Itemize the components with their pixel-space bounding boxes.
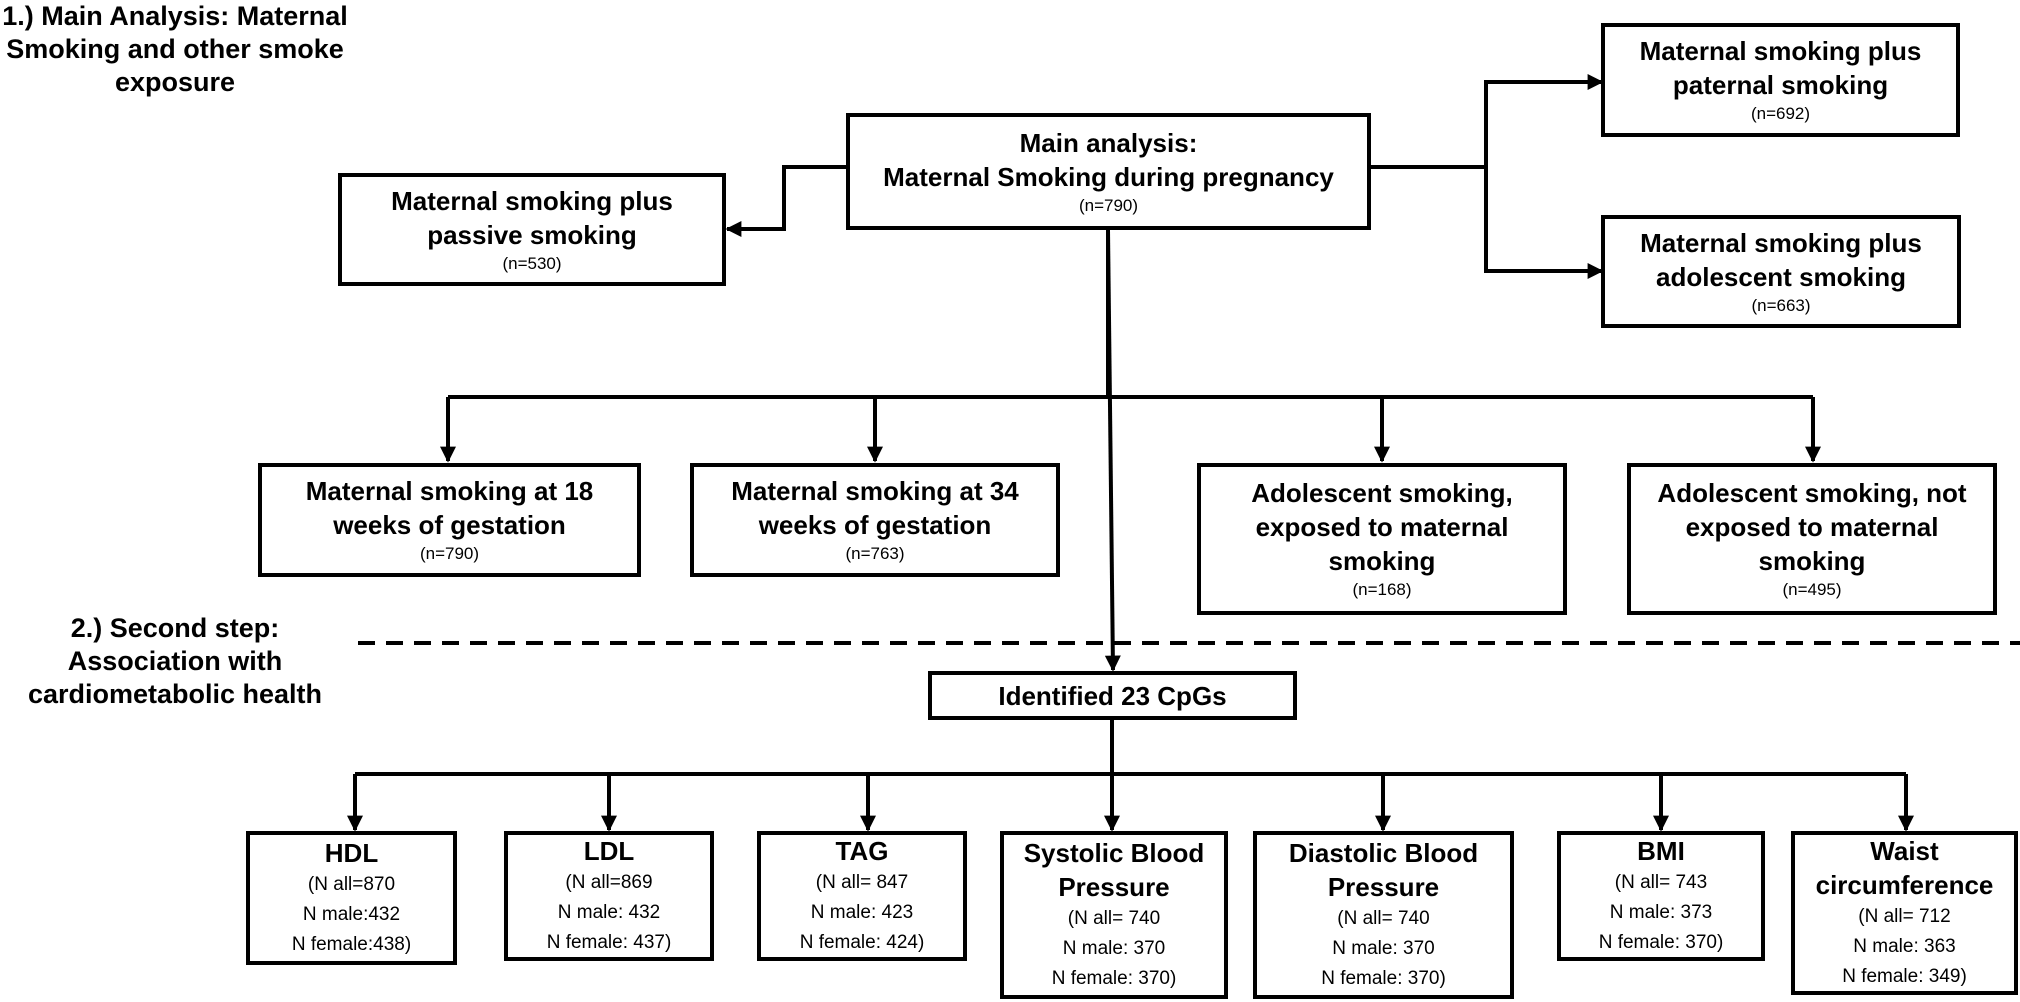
adolescent-exposed-title: Adolescent smoking, exposed to maternal … <box>1251 478 1513 576</box>
outcome-hdl-all: (N all=870 <box>307 874 396 895</box>
outcome-tag-box: TAG (N all= 847 N male: 423 N female: 42… <box>757 831 967 961</box>
edge-main-to-cpg <box>1104 229 1121 672</box>
outcome-hdl-title: HDL <box>324 838 379 868</box>
outcome-ldl-box: LDL (N all=869 N male: 432 N female: 437… <box>504 831 714 961</box>
week18-box: Maternal smoking at 18 weeks of gestatio… <box>258 463 641 577</box>
section-label-main: 1.) Main Analysis: Maternal Smoking and … <box>2 1 348 97</box>
paternal-smoking-box: Maternal smoking plus paternal smoking (… <box>1601 23 1960 137</box>
adolescent-smoking-title: Maternal smoking plus adolescent smoking <box>1640 227 1922 292</box>
adolescent-not-exposed-title: Adolescent smoking, not exposed to mater… <box>1657 478 1967 576</box>
passive-smoking-box: Maternal smoking plus passive smoking (n… <box>338 173 726 286</box>
outcome-ldl-female: N female: 437) <box>546 932 672 953</box>
outcome-sbp-all: (N all= 740 <box>1067 908 1161 929</box>
adolescent-not-exposed-box: Adolescent smoking, not exposed to mater… <box>1627 463 1997 615</box>
outcome-tag-male: N male: 423 <box>810 902 914 923</box>
outcome-dbp-box: Diastolic Blood Pressure (N all= 740 N m… <box>1253 831 1514 999</box>
adolescent-smoking-box: Maternal smoking plus adolescent smoking… <box>1601 215 1961 328</box>
section-label-second: 2.) Second step: Association with cardio… <box>27 613 323 709</box>
outcome-ldl-title: LDL <box>583 836 635 866</box>
outcome-tag-all: (N all= 847 <box>815 872 909 893</box>
outcome-bmi-all: (N all= 743 <box>1614 872 1708 893</box>
outcome-waist-all: (N all= 712 <box>1858 906 1951 927</box>
week18-title: Maternal smoking at 18 weeks of gestatio… <box>305 476 594 540</box>
outcome-waist-female: N female: 349) <box>1842 966 1967 987</box>
paternal-smoking-title: Maternal smoking plus paternal smoking <box>1639 36 1922 100</box>
outcome-hdl-female: N female:438) <box>291 934 412 955</box>
outcome-sbp-box: Systolic Blood Pressure (N all= 740 N ma… <box>1000 831 1228 999</box>
outcome-hdl-box: HDL (N all=870 N male:432 N female:438) <box>246 831 457 965</box>
outcome-bmi-female: N female: 370) <box>1598 932 1724 953</box>
week34-n: (n=763) <box>845 544 905 563</box>
week34-box: Maternal smoking at 34 weeks of gestatio… <box>690 463 1060 577</box>
outcome-dbp-all: (N all= 740 <box>1337 908 1430 929</box>
outcome-tag-female: N female: 424) <box>799 932 925 953</box>
outcome-bmi-box: BMI (N all= 743 N male: 373 N female: 37… <box>1557 831 1765 961</box>
adolescent-exposed-n: (n=168) <box>1352 580 1412 599</box>
main-analysis-title-2: Maternal Smoking during pregnancy <box>883 161 1334 192</box>
edge-main-to-passive <box>725 165 846 237</box>
main-analysis-title-1: Main analysis: <box>1019 127 1198 158</box>
outcome-waist-male: N male: 363 <box>1853 936 1956 957</box>
cpg-box: Identified 23 CpGs <box>928 671 1297 720</box>
outcome-bmi-male: N male: 373 <box>1609 902 1713 923</box>
main-analysis-box: Main analysis: Maternal Smoking during p… <box>846 113 1371 230</box>
adolescent-smoking-n: (n=663) <box>1751 295 1811 315</box>
outcome-ldl-male: N male: 432 <box>557 902 661 923</box>
outcome-bmi-title: BMI <box>1637 836 1685 866</box>
outcome-waist-title: Waist circumference <box>1815 836 1994 900</box>
cpg-title: Identified 23 CpGs <box>998 680 1227 711</box>
outcome-dbp-title: Diastolic Blood Pressure <box>1288 838 1479 902</box>
adolescent-not-exposed-n: (n=495) <box>1782 580 1842 599</box>
main-analysis-n: (n=790) <box>1078 195 1139 215</box>
outcome-sbp-title: Systolic Blood Pressure <box>1023 838 1205 902</box>
week34-title: Maternal smoking at 34 weeks of gestatio… <box>731 476 1019 540</box>
outcome-waist-box: Waist circumference (N all= 712 N male: … <box>1791 831 2018 995</box>
outcome-tag-title: TAG <box>835 836 889 866</box>
passive-smoking-n: (n=530) <box>502 253 562 273</box>
passive-smoking-title: Maternal smoking plus passive smoking <box>391 185 673 250</box>
paternal-smoking-n: (n=692) <box>1750 104 1811 123</box>
outcome-sbp-female: N female: 370) <box>1051 968 1177 989</box>
edge-main-to-adolescent <box>1484 167 1604 279</box>
outcome-sbp-male: N male: 370 <box>1062 938 1166 959</box>
outcome-ldl-all: (N all=869 <box>565 872 653 893</box>
adolescent-exposed-box: Adolescent smoking, exposed to maternal … <box>1197 463 1567 615</box>
outcome-dbp-male: N male: 370 <box>1332 938 1435 959</box>
week18-n: (n=790) <box>419 544 480 563</box>
outcome-hdl-male: N male:432 <box>302 904 401 925</box>
outcome-dbp-female: N female: 370) <box>1321 968 1446 989</box>
edge-main-to-paternal <box>1484 74 1604 270</box>
